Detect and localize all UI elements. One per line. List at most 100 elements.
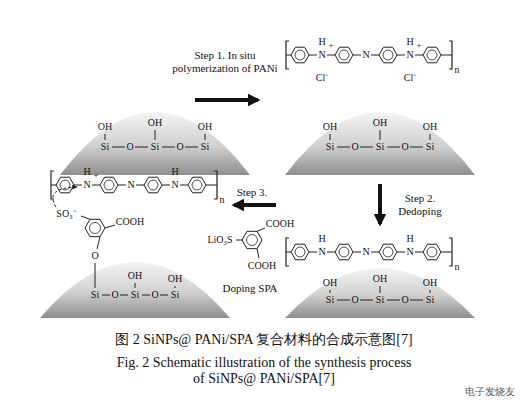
benzene-ring: [144, 177, 162, 193]
atom-label: O: [126, 141, 133, 153]
aromatic-circle: [427, 50, 437, 60]
atom-label: H: [406, 36, 413, 48]
group-label: LiO₃S: [207, 234, 232, 246]
atom-label: N: [171, 179, 178, 191]
repeat-index: n: [220, 194, 225, 206]
group-label: COOH: [266, 218, 294, 230]
step-label: Step 3.: [237, 186, 268, 199]
si-oh-bond: [380, 130, 381, 140]
si-o-bond: [120, 295, 128, 296]
silicon-nanoparticle: [285, 268, 475, 318]
charge-label: +: [94, 171, 99, 180]
si-o-bond: [160, 295, 168, 296]
atom-label: N: [362, 246, 369, 258]
benzene-ring: [56, 177, 74, 193]
aromatic-circle: [192, 180, 202, 190]
atom-label: Si: [426, 141, 434, 153]
si-o-bond: [337, 300, 350, 301]
atom-label: O: [111, 289, 118, 301]
atom-label: OH: [373, 273, 387, 285]
aromatic-circle: [295, 247, 305, 257]
repeat-index: n: [455, 261, 460, 273]
carboxyl-bond: [257, 228, 265, 231]
atom-label: Si: [376, 294, 384, 306]
atom-label: Si: [376, 141, 384, 153]
ester-si-bond: [95, 263, 96, 288]
aromatic-circle: [383, 247, 393, 257]
chain-bond: [51, 185, 56, 186]
atom-label: N: [83, 179, 90, 191]
benzene-ring: [85, 219, 105, 236]
atom-label: H: [318, 233, 325, 245]
repeat-bracket: [449, 41, 452, 69]
group-label: COOH: [116, 216, 144, 228]
benzene-ring: [100, 177, 118, 193]
chain-bond: [309, 252, 317, 253]
si-o-bond: [387, 300, 400, 301]
chain-bond: [415, 55, 423, 56]
chain-bond: [353, 252, 361, 253]
si-o-bond: [360, 300, 373, 301]
carboxyl-bond: [105, 225, 115, 228]
chain-bond: [371, 252, 379, 253]
chain-bond: [136, 185, 144, 186]
si-o-bond: [102, 295, 110, 296]
si-oh-bond: [330, 290, 331, 293]
chain-bond: [353, 55, 361, 56]
chain-bond: [180, 185, 188, 186]
atom-label: Si: [101, 141, 109, 153]
benzene-ring: [379, 244, 397, 260]
caption-text: Fig. 2 Schematic illustration of the syn…: [114, 355, 414, 387]
si-o-bond: [360, 147, 373, 148]
si-o-bond: [410, 147, 423, 148]
chain-bond: [286, 252, 291, 253]
step-label: Step 2. Dedoping: [389, 192, 451, 217]
repeat-bracket: [214, 171, 217, 199]
atom-label: Si: [426, 294, 434, 306]
step-arrow: [378, 184, 382, 224]
atom-label: Si: [201, 141, 209, 153]
atom-label: Si: [91, 289, 99, 301]
atom-label: N: [406, 246, 413, 258]
atom-label: O: [351, 141, 358, 153]
aromatic-circle: [339, 50, 349, 60]
chain-bond: [441, 55, 452, 56]
sulfonate-bond: [236, 240, 242, 241]
chain-bond: [309, 55, 317, 56]
aromatic-circle: [427, 247, 437, 257]
charge-label: +: [329, 41, 334, 50]
chain-bond: [397, 55, 405, 56]
chain-bond: [441, 252, 452, 253]
atom-label: Si: [326, 294, 334, 306]
atom-label: O: [176, 141, 183, 153]
atom-label: OH: [148, 117, 162, 129]
si-oh-bond: [175, 286, 176, 288]
silicon-nanoparticle: [40, 262, 230, 318]
repeat-index: n: [455, 64, 460, 76]
atom-label: N: [127, 179, 134, 191]
aromatic-circle: [148, 180, 158, 190]
atom-label: O: [91, 250, 98, 262]
si-oh-bond: [430, 290, 431, 293]
si-o-bond: [387, 147, 400, 148]
atom-label: OH: [98, 121, 112, 133]
group-label: COOH: [248, 260, 276, 272]
atom-label: Si: [131, 289, 139, 301]
chain-bond: [415, 252, 423, 253]
atom-label: Si: [171, 289, 179, 301]
atom-label: OH: [323, 121, 337, 133]
aromatic-circle: [339, 247, 349, 257]
chain-bond: [397, 252, 405, 253]
si-oh-bond: [380, 286, 381, 293]
si-oh-bond: [155, 130, 156, 140]
counter-ion: Cl⁻: [404, 72, 416, 84]
benzene-ring: [379, 47, 397, 63]
step-arrow: [195, 98, 258, 102]
si-oh-bond: [105, 134, 106, 140]
si-oh-bond: [430, 134, 431, 140]
atom-label: OH: [168, 273, 182, 285]
benzene-ring: [291, 244, 309, 260]
atom-label: OH: [423, 121, 437, 133]
aromatic-circle: [383, 50, 393, 60]
chain-bond: [206, 185, 217, 186]
